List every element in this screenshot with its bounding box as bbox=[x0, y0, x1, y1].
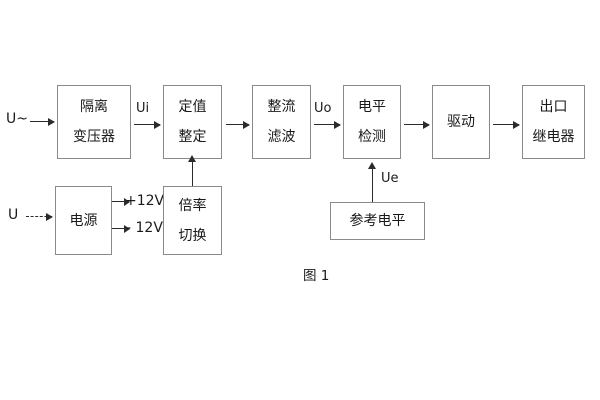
arrow-rectifier-filter-to-level-detection bbox=[314, 121, 341, 129]
block-power-supply-line1: 电源 bbox=[69, 212, 98, 229]
block-rectifier-filter-line2: 滤波 bbox=[267, 129, 296, 145]
block-output-relay-line1: 出口 bbox=[539, 99, 568, 115]
rail-negative-label: - 12V bbox=[126, 220, 163, 236]
block-isolation-transformer-line2: 变压器 bbox=[73, 129, 115, 145]
signal-ui-label: Ui bbox=[136, 101, 150, 116]
rail-positive-label: +12V bbox=[125, 193, 165, 209]
ac-input-label: U~ bbox=[6, 111, 28, 127]
block-drive: 驱动 bbox=[432, 85, 490, 159]
dc-input-label: U bbox=[8, 207, 19, 223]
block-power-supply: 电源 bbox=[55, 186, 112, 255]
block-drive-line1: 驱动 bbox=[447, 114, 475, 130]
arrow-ac-input-to-isolation-transformer bbox=[30, 118, 55, 126]
arrow-drive-to-output-relay bbox=[493, 121, 520, 129]
block-setting-value: 定值 整定 bbox=[163, 85, 222, 159]
block-isolation-transformer-line1: 隔离 bbox=[80, 99, 108, 115]
arrow-reference-level-to-level-detection bbox=[368, 162, 377, 202]
block-multiplier-switch-line2: 切换 bbox=[178, 227, 207, 244]
block-rectifier-filter-line1: 整流 bbox=[267, 99, 296, 115]
block-output-relay: 出口 继电器 bbox=[522, 85, 585, 159]
block-output-relay-line2: 继电器 bbox=[532, 129, 575, 145]
block-level-detection-line1: 电平 bbox=[358, 99, 386, 115]
block-multiplier-switch-line1: 倍率 bbox=[178, 197, 207, 214]
block-setting-value-line1: 定值 bbox=[178, 99, 207, 115]
arrow-setting-value-to-rectifier-filter bbox=[226, 121, 250, 129]
block-isolation-transformer: 隔离 变压器 bbox=[57, 85, 131, 159]
block-reference-level: 参考电平 bbox=[330, 202, 425, 240]
arrow-power-supply-negative-rail bbox=[112, 225, 130, 234]
block-reference-level-line1: 参考电平 bbox=[349, 213, 406, 229]
arrow-dc-input-to-power-supply bbox=[26, 213, 53, 221]
arrow-multiplier-switch-to-setting-value bbox=[188, 155, 197, 186]
arrow-level-detection-to-drive bbox=[404, 121, 430, 129]
signal-uo-label: Uo bbox=[314, 101, 332, 116]
signal-ue-label: Ue bbox=[381, 171, 399, 186]
block-level-detection-line2: 检测 bbox=[358, 129, 386, 145]
figure-caption: 图 1 bbox=[303, 268, 330, 284]
block-multiplier-switch: 倍率 切换 bbox=[163, 186, 222, 255]
block-level-detection: 电平 检测 bbox=[343, 85, 401, 159]
arrow-isolation-transformer-to-setting-value bbox=[134, 121, 161, 129]
block-rectifier-filter: 整流 滤波 bbox=[252, 85, 311, 159]
arrow-power-supply-positive-rail bbox=[112, 198, 130, 207]
block-setting-value-line2: 整定 bbox=[178, 129, 207, 145]
